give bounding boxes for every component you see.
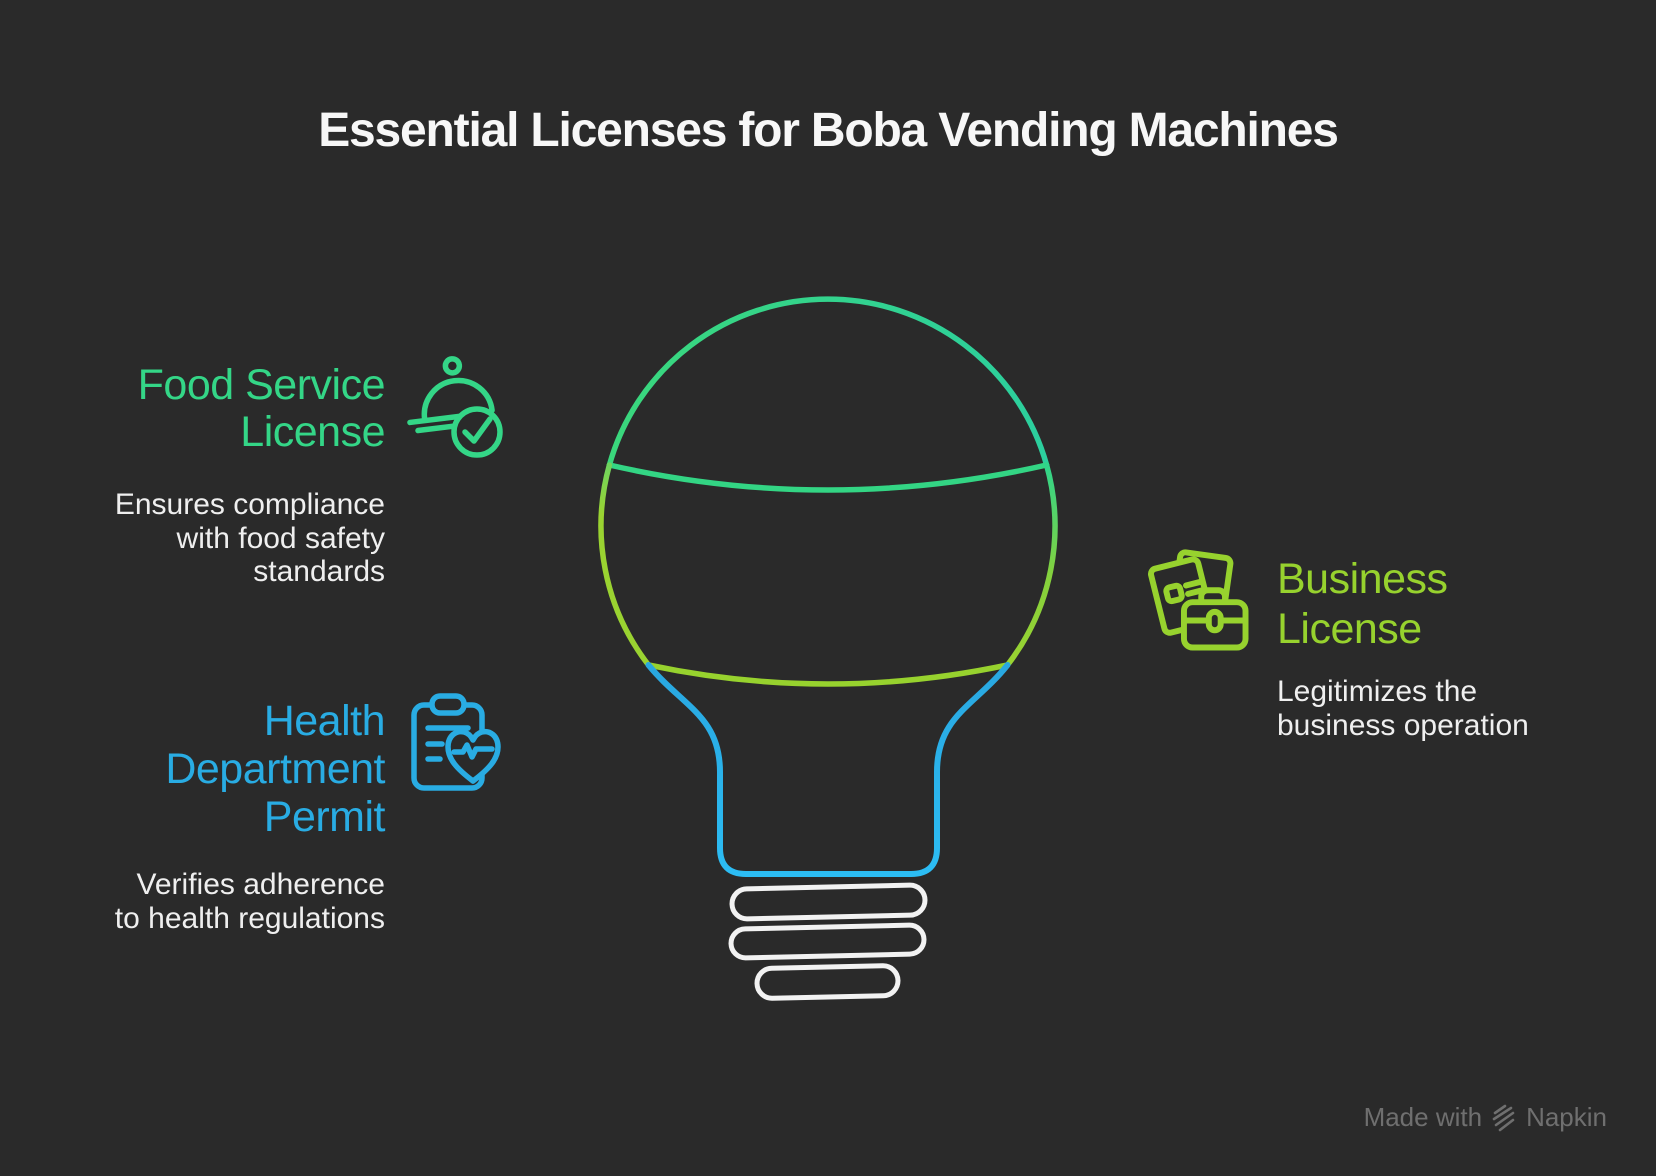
description-line: Ensures compliance	[114, 488, 385, 521]
page-title: Essential Licenses for Boba Vending Mach…	[318, 104, 1339, 157]
heading-line: Permit	[263, 793, 386, 841]
bulb-divider-green	[606, 462, 1050, 493]
heading-line: Health	[263, 697, 386, 745]
bulb-coil-2	[728, 922, 927, 961]
heading-line: Department	[165, 745, 385, 793]
watermark-prefix: Made with	[1363, 1102, 1483, 1132]
bulb-coil-1	[729, 882, 928, 922]
bulb-divider-lime	[645, 662, 1011, 687]
description-line: Legitimizes the	[1277, 675, 1478, 708]
cloche-check-icon	[407, 356, 503, 458]
bulb-dome	[606, 296, 1050, 468]
watermark: Made with Napkin	[1364, 1102, 1607, 1133]
business-license-description: Legitimizes the business operation	[1277, 675, 1529, 742]
bulb-coil-3	[754, 963, 901, 1001]
bulb-mid-left	[598, 462, 652, 668]
bulb-mid-right	[1004, 462, 1058, 668]
food-service-license-description: Ensures compliance with food safety stan…	[115, 488, 385, 589]
business-license-heading: Business License	[1277, 554, 1448, 654]
description-line: business operation	[1277, 708, 1529, 742]
bulb-neck	[645, 662, 1011, 877]
heading-line: Food Service	[137, 361, 386, 409]
documents-briefcase-icon	[1148, 549, 1249, 651]
description-line: Verifies adherence	[136, 868, 386, 901]
heading-line: License	[1277, 605, 1422, 653]
watermark-brand: Napkin	[1526, 1102, 1607, 1132]
napkin-logo-icon	[1492, 1104, 1515, 1131]
heading-line: License	[240, 408, 385, 456]
health-department-permit-heading: Health Department Permit	[165, 697, 385, 841]
description-line: standards	[253, 555, 385, 588]
description-line: to health regulations	[114, 901, 385, 935]
health-department-permit-description: Verifies adherence to health regulations	[115, 868, 385, 935]
food-service-license-heading: Food Service License	[137, 361, 386, 456]
heading-line: Business	[1277, 555, 1448, 603]
clipboard-heart-icon	[411, 693, 501, 791]
description-line: with food safety	[176, 521, 385, 555]
